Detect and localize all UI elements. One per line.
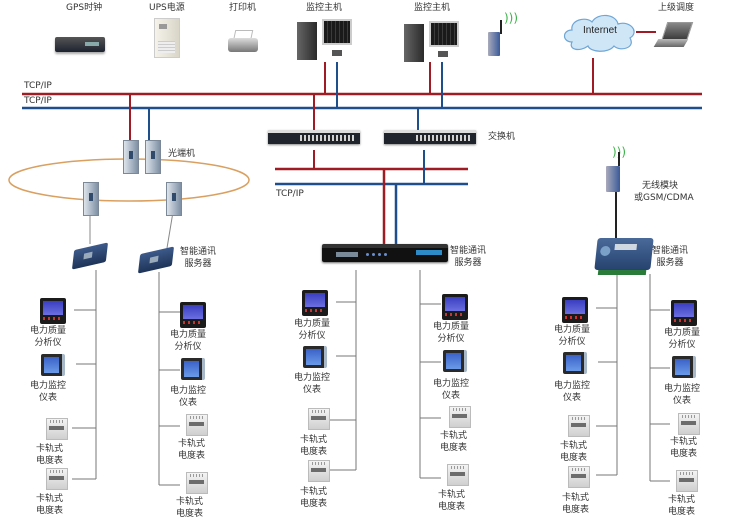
din-meter-label: 卡轨式电度表	[300, 435, 328, 457]
din-meter-label: 卡轨式电度表	[560, 441, 588, 463]
pmm-label: 电力监控仪表	[554, 381, 591, 403]
ups-label: UPS电源	[149, 3, 185, 13]
pmm-label: 电力监控仪表	[433, 379, 470, 401]
din-meter-label: 卡轨式电度表	[440, 431, 468, 453]
pqa-label: 电力质量分析仪	[433, 322, 470, 344]
tcpip-label-switch: TCP/IP	[276, 189, 304, 199]
din-meter-label: 卡轨式电度表	[176, 497, 204, 519]
monitor-stand-icon	[332, 50, 342, 56]
wireless-comm-server-icon	[594, 238, 654, 275]
network-switch-icon	[384, 130, 476, 144]
comm-server-2-label: 智能通讯 服务器	[450, 246, 487, 268]
internet-label: Internet	[583, 25, 617, 36]
power-quality-analyzer-icon	[671, 300, 697, 326]
pqa-label: 电力质量分析仪	[664, 328, 701, 350]
fiber-converter-icon	[123, 140, 139, 174]
wireless-module-icon	[606, 166, 620, 192]
monitor-host-2-label: 监控主机	[414, 3, 451, 13]
internet-cloud-icon	[563, 14, 635, 52]
power-monitor-meter-icon	[563, 352, 587, 374]
pmm-label: 电力监控仪表	[30, 381, 67, 403]
din-rail-meter-icon	[46, 468, 68, 490]
printer-label: 打印机	[229, 3, 257, 13]
power-monitor-meter-icon	[303, 346, 327, 368]
monitor-icon	[322, 19, 352, 45]
pqa-label: 电力质量分析仪	[294, 319, 331, 341]
din-rail-meter-icon	[678, 413, 700, 435]
fiber-converter-icon	[145, 140, 161, 174]
fiber-converter-icon	[83, 182, 99, 216]
comm-server-3-label: 智能通讯 服务器	[652, 246, 689, 268]
gps-clock-icon	[55, 37, 105, 52]
pmm-label: 电力监控仪表	[664, 384, 701, 406]
tcpip-label-red: TCP/IP	[24, 81, 52, 91]
din-meter-label: 卡轨式电度表	[36, 494, 64, 516]
power-quality-analyzer-icon	[180, 302, 206, 328]
pmm-label: 电力监控仪表	[294, 373, 331, 395]
tcpip-label-blue: TCP/IP	[24, 96, 52, 106]
din-rail-meter-icon	[449, 406, 471, 428]
din-meter-label: 卡轨式电度表	[668, 495, 696, 517]
monitor-host-1-label: 监控主机	[306, 3, 343, 13]
din-meter-label: 卡轨式电度表	[438, 490, 466, 512]
pqa-label: 电力质量分析仪	[30, 326, 67, 348]
switch-label: 交换机	[488, 132, 516, 142]
comm-server-1-label: 智能通讯 服务器	[180, 247, 217, 269]
pqa-label: 电力质量分析仪	[170, 330, 207, 352]
wifi-signal-icon: )))	[504, 11, 519, 25]
power-quality-analyzer-icon	[442, 294, 468, 320]
pc-tower-icon	[404, 24, 424, 62]
din-meter-label: 卡轨式电度表	[36, 444, 64, 466]
pc-tower-icon	[297, 22, 317, 60]
din-rail-meter-icon	[447, 464, 469, 486]
din-meter-label: 卡轨式电度表	[670, 437, 698, 459]
din-rail-meter-icon	[308, 408, 330, 430]
din-rail-meter-icon	[676, 470, 698, 492]
din-rail-meter-icon	[186, 472, 208, 494]
din-meter-label: 卡轨式电度表	[300, 487, 328, 509]
fiber-converter-label: 光端机	[168, 149, 196, 159]
monitor-stand-icon	[438, 51, 448, 57]
din-rail-meter-icon	[568, 415, 590, 437]
din-rail-meter-icon	[568, 466, 590, 488]
pmm-label: 电力监控仪表	[170, 386, 207, 408]
printer-icon	[228, 30, 258, 52]
gps-clock-label: GPS时钟	[66, 3, 103, 13]
fiber-converter-icon	[166, 182, 182, 216]
pqa-label: 电力质量分析仪	[554, 325, 591, 347]
laptop-icon	[653, 22, 694, 50]
din-meter-label: 卡轨式电度表	[562, 493, 590, 515]
ups-icon	[154, 18, 180, 58]
antenna-icon	[618, 152, 620, 166]
power-monitor-meter-icon	[41, 354, 65, 376]
power-quality-analyzer-icon	[562, 297, 588, 323]
power-quality-analyzer-icon	[302, 290, 328, 316]
upper-dispatch-label: 上级调度	[658, 3, 695, 13]
din-rail-meter-icon	[186, 414, 208, 436]
wireless-module-label: 无线模块 或GSM/CDMA	[634, 181, 694, 203]
monitor-icon	[429, 21, 459, 47]
power-monitor-meter-icon	[443, 350, 467, 372]
power-quality-analyzer-icon	[40, 298, 66, 324]
din-rail-meter-icon	[308, 460, 330, 482]
wireless-router-icon	[488, 32, 500, 56]
antenna-icon	[500, 20, 502, 34]
din-meter-label: 卡轨式电度表	[178, 439, 206, 461]
network-switch-icon	[268, 130, 360, 144]
power-monitor-meter-icon	[181, 358, 205, 380]
din-rail-meter-icon	[46, 418, 68, 440]
power-monitor-meter-icon	[672, 356, 696, 378]
rack-comm-server-icon	[322, 244, 448, 262]
